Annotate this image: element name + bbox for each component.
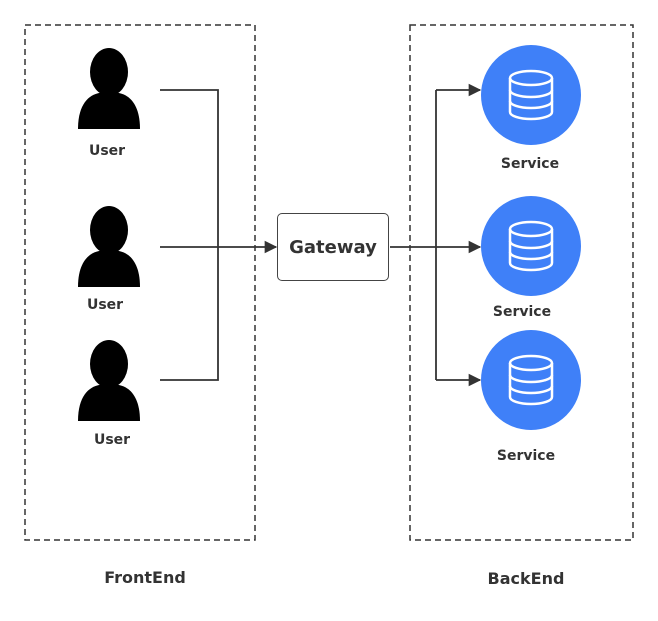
service-connectors bbox=[390, 83, 482, 387]
service-label: Service bbox=[492, 304, 552, 320]
service-label: Service bbox=[500, 156, 560, 172]
connector-user-1 bbox=[160, 89, 219, 247]
user-icon bbox=[78, 48, 140, 129]
user-icon bbox=[78, 206, 140, 287]
gateway-node: Gateway bbox=[277, 213, 389, 281]
user-label: User bbox=[88, 143, 126, 159]
user-connectors bbox=[160, 89, 278, 381]
user-label: User bbox=[93, 432, 131, 448]
database-icon bbox=[481, 196, 581, 296]
user-icon bbox=[78, 340, 140, 421]
database-icon bbox=[481, 330, 581, 430]
backend-container bbox=[409, 24, 634, 541]
frontend-label: FrontEnd bbox=[104, 568, 186, 587]
frontend-container bbox=[24, 24, 256, 541]
connector-user-3 bbox=[160, 247, 219, 381]
backend-label: BackEnd bbox=[487, 569, 565, 588]
gateway-label: Gateway bbox=[289, 236, 377, 258]
database-icon bbox=[481, 45, 581, 145]
user-label: User bbox=[86, 297, 124, 313]
service-label: Service bbox=[496, 448, 556, 464]
